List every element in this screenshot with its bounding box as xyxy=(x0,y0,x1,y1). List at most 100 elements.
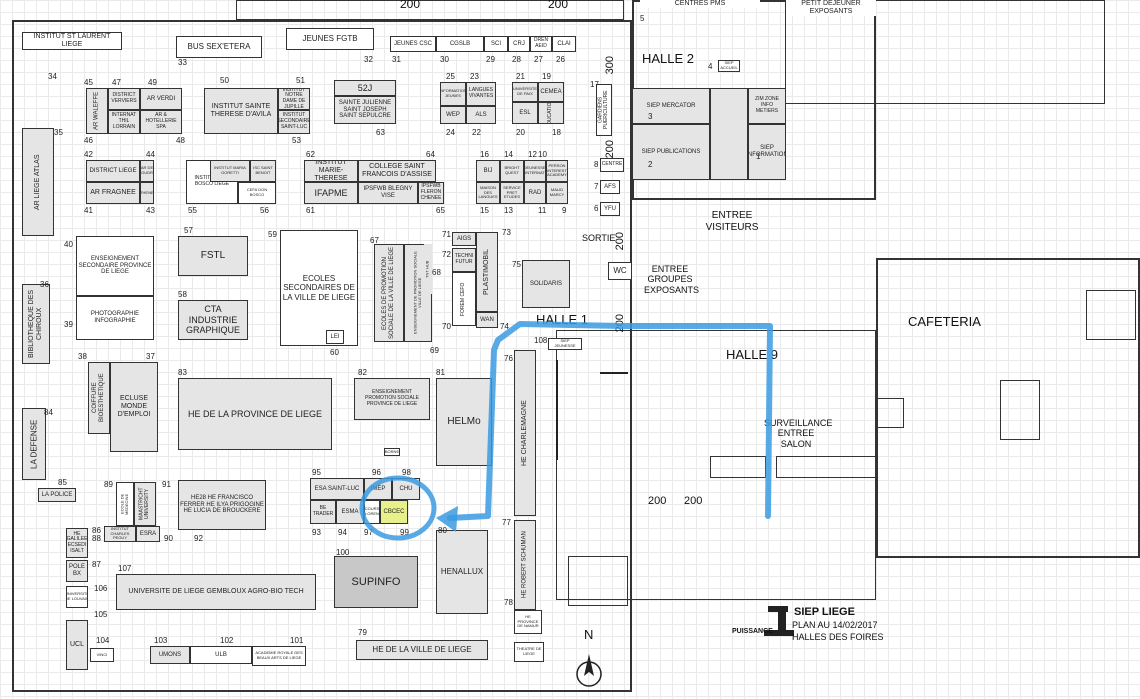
stand-univ-louvain[interactable]: UNIVERSITE DE LOUVAIN xyxy=(66,586,88,608)
stand-cours-florent[interactable]: COURS FLORENT xyxy=(364,500,380,524)
stand-athenee[interactable]: ATHENEE xyxy=(140,182,154,204)
stand-als[interactable]: ALS xyxy=(466,106,496,124)
stand-esa[interactable]: ESA SAINT-LUC xyxy=(310,478,364,500)
stand-district-verviers[interactable]: DISTRICT VERVIERS xyxy=(108,88,140,110)
stand-crj[interactable]: CRJ xyxy=(508,36,530,52)
stand-he28[interactable]: HE28 HE FRANCISCO FERRER HE ILYA PRIGOGI… xyxy=(178,480,266,530)
stand-cbcec[interactable]: CBCEC xyxy=(380,500,408,524)
hall-label-cafeteria: CAFETERIA xyxy=(908,314,981,329)
stand-lei[interactable]: LEI xyxy=(326,330,344,344)
stand-jeunes-fgtb[interactable]: JEUNES FGTB xyxy=(286,28,374,50)
stand-umons[interactable]: UMONS xyxy=(150,646,190,664)
stand-ste-julienne[interactable]: SAINTE JULIENNE SAINT JOSEPH SAINT SEPUL… xyxy=(334,96,396,124)
stand-52j[interactable]: 52J xyxy=(334,80,396,96)
stand-jeunesse-internat[interactable]: JEUNESSE INTERNAT xyxy=(524,160,546,182)
stand-universite-paix[interactable]: UNIVERSITE DE PAIX xyxy=(512,82,538,102)
stand-ulg[interactable]: UNIVERSITE DE LIEGE GEMBLOUX AGRO-BIO TE… xyxy=(116,574,316,610)
stand-he-galilee[interactable]: HE GALILEE ECSEDI ISALT xyxy=(66,528,88,558)
stand-yfu[interactable]: YFU xyxy=(600,202,620,216)
room-outline xyxy=(876,398,904,428)
stand-bus-sexetera[interactable]: BUS SEX'ETERA xyxy=(176,36,262,58)
stand-ulb[interactable]: ULB xyxy=(190,646,252,664)
stand-ipsfwb-fleron[interactable]: IPSFWB FLERON CHENEE xyxy=(418,182,444,204)
stand-enseignement-province[interactable]: ENSEIGNEMENT SECONDAIRE PROVINCE DE LIEG… xyxy=(76,236,154,296)
stand-academie[interactable]: ACADEMIE ROYALE DES BEAUX ARTS DE LIEGE xyxy=(252,646,306,666)
stand-bij[interactable]: BIJ xyxy=(476,160,500,182)
stand-supinfo[interactable]: SUPINFO xyxy=(334,556,418,608)
stand-ecluse[interactable]: ECLUSE MONDE D'EMPLOI xyxy=(110,362,158,452)
stand-maria-goretti[interactable]: INSTITUT MARIA GORETTI xyxy=(210,160,250,182)
stand-ucl[interactable]: UCL xyxy=(66,620,88,670)
stand-cta[interactable]: CTA INDUSTRIE GRAPHIQUE xyxy=(178,300,248,340)
stand-clai[interactable]: CLAI xyxy=(552,36,576,52)
stand-afs[interactable]: AFS xyxy=(600,180,620,194)
stand-number: 38 xyxy=(78,352,87,361)
stand-siep-publications[interactable]: SIEP PUBLICATIONS xyxy=(632,124,710,180)
stand-solidaris[interactable]: SOLIDARIS xyxy=(522,260,570,308)
stand-maison-langues[interactable]: MAISON DES LANGUES xyxy=(476,182,500,204)
stand-borne[interactable]: BORNE xyxy=(384,448,400,456)
stand-jeunes-csc[interactable]: JEUNES CSC xyxy=(390,36,436,52)
stand-siep-information[interactable]: SIEP INFORMATION xyxy=(748,124,786,180)
stand-zim[interactable]: ZIM ZONE INFO METIERS xyxy=(748,88,786,124)
stand-saint-benoit[interactable]: ISC SAINT BENOIT xyxy=(250,160,276,182)
stand-dren[interactable]: DREN AEID xyxy=(530,36,552,52)
stand-notre-dame[interactable]: INSTITUT NOTRE DAME DE JUPILLE xyxy=(278,88,310,110)
stand-sainte-therese[interactable]: INSTITUT SAINTE THERESE D'AVILA xyxy=(204,88,278,134)
stand-ar-boudry[interactable]: AR DE BOUDRY xyxy=(140,160,154,182)
stand-he-province-namur[interactable]: HE PROVINCE DE NAMUR xyxy=(514,610,542,634)
stand-siep-jeunesse[interactable]: SIEP JEUNESSE xyxy=(548,338,582,350)
stand-wan[interactable]: WAN xyxy=(476,312,498,328)
stand-theatre[interactable]: THEATRE DE LIEGE xyxy=(514,642,544,662)
stand-la-police[interactable]: LA POLICE xyxy=(38,488,76,502)
stand-wep[interactable]: WEP xyxy=(440,106,466,124)
stand-techni-futur[interactable]: TECHNI FUTUR xyxy=(452,248,476,272)
stand-saint-francois[interactable]: COLLEGE SAINT FRANCOIS D'ASSISE xyxy=(358,160,436,182)
stand-ar-fragnee[interactable]: AR FRAGNEE xyxy=(86,182,140,204)
stand-he-ville[interactable]: HE DE LA VILLE DE LIEGE xyxy=(356,640,488,660)
stand-sci[interactable]: SCI xyxy=(484,36,508,52)
stand-ar-hotellerie[interactable]: AR & HOTELLERIE SPA xyxy=(140,110,182,134)
stand-person-interest[interactable]: PERSON INTEREST ACADEMY xyxy=(546,160,568,182)
room-outline xyxy=(1086,290,1136,340)
stand-district-liege[interactable]: DISTRICT LIEGE xyxy=(86,160,140,182)
stand-esra[interactable]: ESRA xyxy=(136,526,160,542)
stand-langues[interactable]: LANGUES VIVANTES xyxy=(466,82,496,106)
stand-helmo[interactable]: HELMo xyxy=(436,378,492,466)
stand-malid-marcy[interactable]: MALID MARCY xyxy=(546,182,568,204)
stand-be-trader[interactable]: BE TRADER xyxy=(310,500,336,524)
stand-ar-verdi[interactable]: AR VERDI xyxy=(140,88,182,110)
stand-he-province[interactable]: HE DE LA PROVINCE DE LIEGE xyxy=(178,378,332,450)
stand-aigs[interactable]: AIGS xyxy=(452,232,476,246)
stand-pole-bx[interactable]: POLE BX xyxy=(66,560,88,582)
stand-fstl[interactable]: FSTL xyxy=(178,236,248,276)
stand-internat[interactable]: INTERNAT THIL LORRAIN xyxy=(108,110,140,134)
stand-service-pret[interactable]: SERVICE PRET ETUDES xyxy=(500,182,524,204)
stand-number: 86 xyxy=(92,526,101,535)
stand-siep-mercator[interactable]: SIEP MERCATOR xyxy=(632,88,710,124)
stand-secondaire-st-luc[interactable]: INSTITUT SECONDAIRE SAINT-LUC xyxy=(278,110,310,134)
stand-esl[interactable]: ESL xyxy=(512,102,538,124)
stand-centre[interactable]: CENTRE xyxy=(600,158,624,172)
stand-institut-st-laurent[interactable]: INSTITUT ST LAURENT LIEGE xyxy=(22,32,122,50)
stand-number: 100 xyxy=(336,548,350,557)
stand-imep[interactable]: IMEP xyxy=(364,478,392,500)
stand-rad[interactable]: RAD xyxy=(524,182,546,204)
stand-marie-therese[interactable]: INSTITUT MARIE-THERESE xyxy=(304,160,358,182)
stand-number: 73 xyxy=(502,228,511,237)
stand-vinci[interactable]: VINCI xyxy=(90,648,114,662)
stand-ifapme[interactable]: IFAPME xyxy=(304,182,358,204)
stand-cefa[interactable]: CEFA DON BOSCO xyxy=(238,182,276,204)
stand-ipsfwb-blegny[interactable]: IPSFWB BLEGNY VISE xyxy=(358,182,418,204)
stand-siep-accueil[interactable]: SIEP ACCUEIL xyxy=(718,60,740,72)
stand-cgslb[interactable]: CGSLB xyxy=(436,36,484,52)
stand-institut-charles-peguy[interactable]: INSTITUT CHARLES PEGUY xyxy=(104,526,136,542)
stand-ecoles-ville[interactable]: ECOLES SECONDAIRES DE LA VILLE DE LIEGE xyxy=(280,230,358,346)
stand-photographie[interactable]: PHOTOGRAPHIE INFOGRAPHIE xyxy=(76,296,154,340)
stand-cemea[interactable]: CEMEA xyxy=(538,82,564,102)
stand-information-jeunes[interactable]: INFORMATION JEUNES xyxy=(440,82,466,106)
stand-number: 6 xyxy=(594,204,599,213)
stand-bright-quest[interactable]: BRIGHT QUEST xyxy=(500,160,524,182)
stand-enseignement-prov[interactable]: ENSEIGNEMENT PROMOTION SOCIALE PROVINCE … xyxy=(354,378,430,420)
stand-henallux[interactable]: HENALLUX xyxy=(436,530,488,614)
